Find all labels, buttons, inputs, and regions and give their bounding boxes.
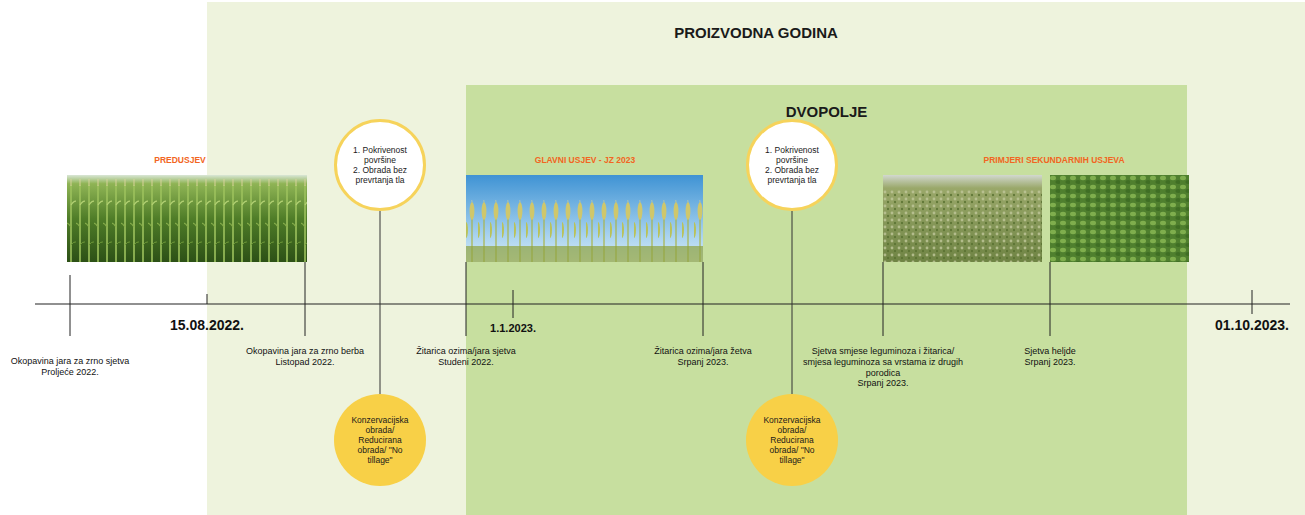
- circle-text-wrap: 1. Pokrivenost površine2. Obrada bez pre…: [760, 145, 824, 185]
- criteria-circle: 1. Pokrivenost površine2. Obrada bez pre…: [746, 119, 838, 211]
- event-label: Okopavina jara za zrno berba: [244, 346, 366, 357]
- event-label: Sjetva heljde: [1024, 346, 1076, 357]
- circle-text: 1. Pokrivenost površine: [348, 145, 412, 165]
- event-date: Srpanj 2023.: [857, 378, 908, 389]
- connector-line: [792, 211, 793, 394]
- connector-line: [380, 211, 381, 394]
- circle-text: 2. Obrada bez prevrtanja tla: [348, 165, 412, 185]
- band-title: PROIZVODNA GODINA: [207, 24, 1305, 42]
- event-label: Okopavina jara za zrno sjetva: [11, 356, 130, 367]
- two-field-band: DVOPOLJE 1. Pokrivenost površine2. Obrada…: [466, 85, 1187, 515]
- circle-text: 2. Obrada bez prevrtanja tla: [760, 165, 824, 185]
- circle-text-wrap: Konzervacijska obrada/ Reducirana obrada…: [348, 415, 412, 465]
- tillage-circle: Konzervacijska obrada/ Reducirana obrada…: [334, 394, 426, 486]
- timeline-date: 1.1.2023.: [490, 322, 536, 335]
- event-label: Sjetva smjese leguminoza i žitarica/ smj…: [797, 346, 969, 378]
- crop-heading: GLAVNI USJEV - JZ 2023: [535, 155, 635, 165]
- event-date: Srpanj 2023.: [677, 357, 728, 368]
- event-label: Žitarica ozima/jara žetva: [654, 346, 752, 357]
- timeline-date: 01.10.2023.: [1215, 317, 1289, 334]
- event-date: Proljeće 2022.: [41, 367, 99, 378]
- event-date: Studeni 2022.: [438, 357, 494, 368]
- circle-text: 1. Pokrivenost površine: [760, 145, 824, 165]
- criteria-circle: 1. Pokrivenost površine2. Obrada bez pre…: [334, 119, 426, 211]
- circle-text: Konzervacijska obrada/ Reducirana obrada…: [760, 415, 824, 465]
- circle-text-wrap: 1. Pokrivenost površine2. Obrada bez pre…: [348, 145, 412, 185]
- event-date: Listopad 2022.: [275, 357, 334, 368]
- timeline-date: 15.08.2022.: [170, 317, 244, 334]
- band-title: DVOPOLJE: [466, 103, 1187, 121]
- event-label: Žitarica ozima/jara sjetva: [416, 346, 516, 357]
- tillage-circle: Konzervacijska obrada/ Reducirana obrada…: [746, 394, 838, 486]
- event-date: Srpanj 2023.: [1024, 357, 1075, 368]
- circle-text: Konzervacijska obrada/ Reducirana obrada…: [348, 415, 412, 465]
- crop-heading: PREDUSJEV: [154, 155, 206, 165]
- crop-heading: PRIMJERI SEKUNDARNIH USJEVA: [983, 155, 1124, 165]
- circle-text-wrap: Konzervacijska obrada/ Reducirana obrada…: [760, 415, 824, 465]
